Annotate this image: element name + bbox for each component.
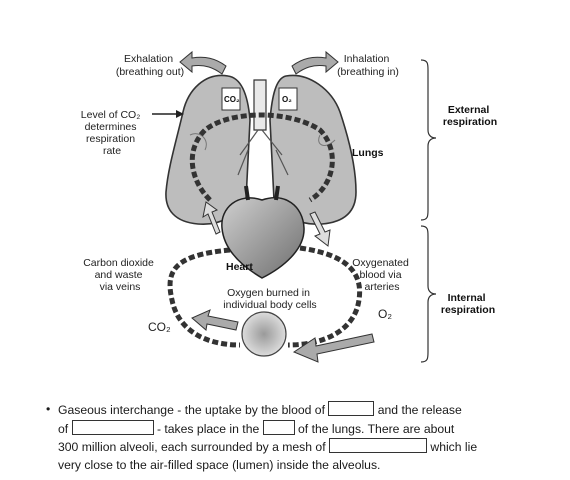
heart-label: Heart [226,261,253,273]
respiration-diagram: CO₂ O₂ [81,50,497,363]
exhalation-label: Exhalation (breathing out) [116,53,184,78]
svg-text:CO₂: CO₂ [224,95,240,104]
line3-text-a: 300 million alveoli, each surrounded by … [58,440,326,454]
brace-internal [420,225,437,363]
blank-input-2[interactable] [71,419,154,435]
co2-box: CO₂ [221,87,241,111]
line1-text-b: and the release [377,403,462,417]
gaseous-interchange-paragraph: • Gaseous interchange - the uptake by th… [46,401,508,474]
co2-level-label: Level of CO₂ determines respiration rate [81,109,143,157]
down-arrow-right [309,211,331,247]
oxygen-burned-label: Oxygen burned in individual body cells [223,287,316,311]
exhalation-arrow [179,50,227,75]
lungs-label: Lungs [352,147,384,159]
o2-bottom-arrow [292,333,375,363]
co2-bottom-arrow [191,309,239,331]
blank-input-4[interactable] [329,438,427,453]
o2-bottom-label: O₂ [378,307,392,321]
bullet: • [46,402,51,416]
up-arrow-left [202,201,221,235]
lungs-illustration [165,74,357,225]
brace-external [420,59,437,221]
heart-illustration [221,185,305,279]
line4-text: very close to the air-filled space (lume… [58,457,381,472]
line3-text-b: which lie [430,440,478,454]
line2-text-c: of the lungs. There are about [298,421,455,436]
co2-level-arrow [152,110,184,118]
internal-respiration-label: Internal respiration [441,292,495,316]
svg-text:O₂: O₂ [282,95,292,104]
blank-input-1[interactable] [328,401,375,416]
external-respiration-label: External respiration [443,104,497,128]
blank-input-3[interactable] [262,419,295,435]
blood-vessel-loop [167,112,363,348]
oxygenated-blood-label: Oxygenated blood via arteries [352,257,412,293]
inhalation-arrow [291,50,339,75]
co2-bottom-label: CO₂ [148,320,171,334]
line2-text-b: - takes place in the [156,421,260,436]
line1-text-a: Gaseous interchange - the uptake by the … [58,403,325,417]
o2-box: O₂ [278,87,298,111]
body-cell [241,311,287,357]
line2-text-a: of [58,421,69,436]
carbon-dioxide-label: Carbon dioxide and waste via veins [83,257,157,293]
inhalation-label: Inhalation (breathing in) [337,53,399,78]
